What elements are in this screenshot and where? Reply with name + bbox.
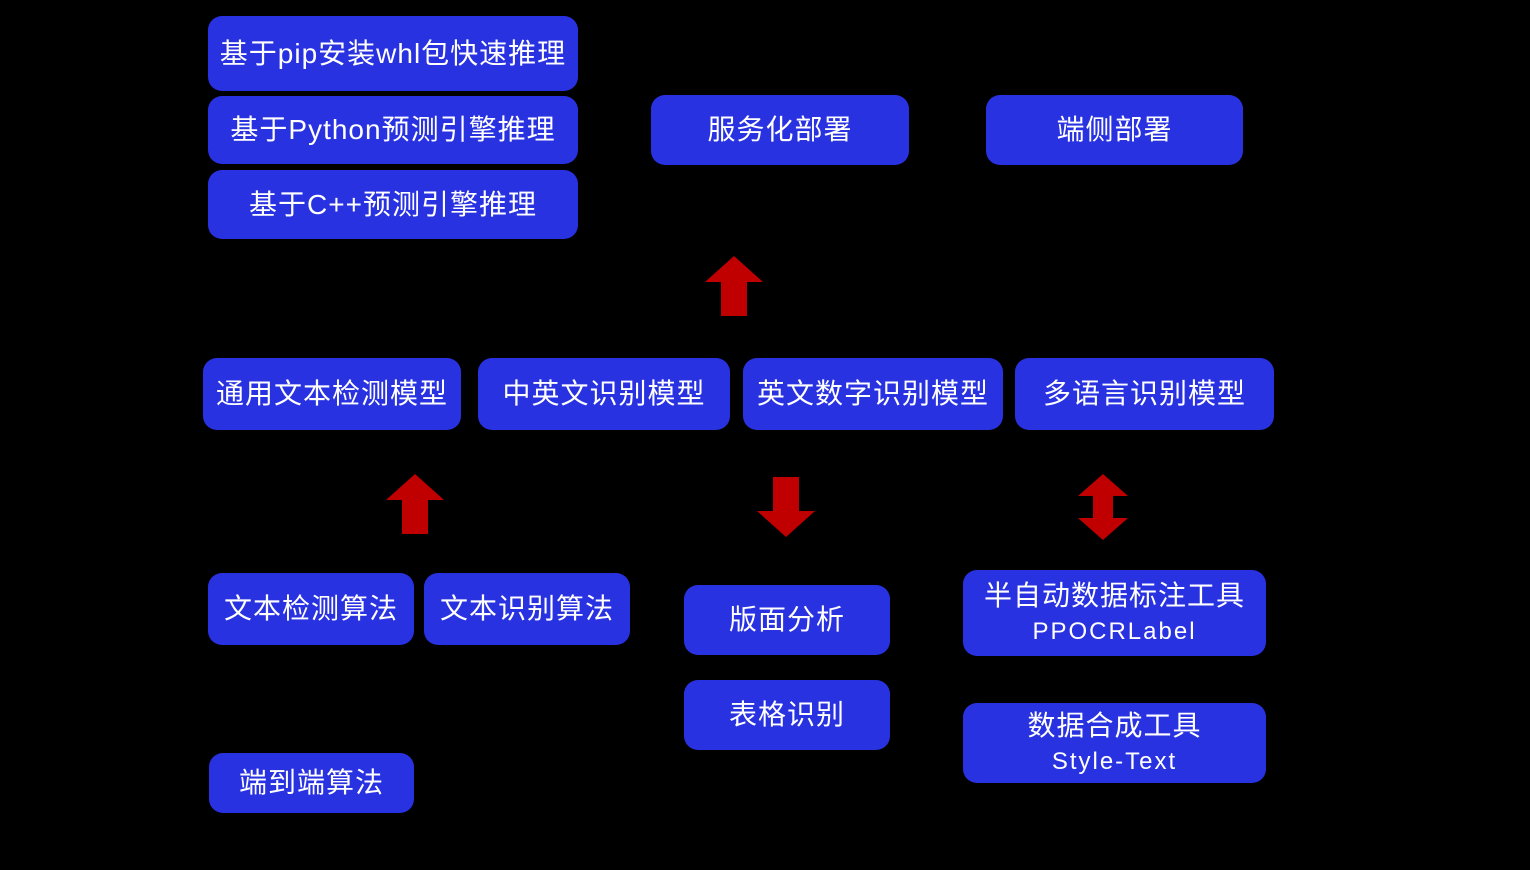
arrow-down-layout-icon bbox=[757, 477, 815, 537]
box-end-to-end-algorithms: 端到端算法 bbox=[209, 753, 414, 813]
box-edge-deployment: 端侧部署 bbox=[986, 95, 1243, 165]
box-style-text-tool: 数据合成工具 Style-Text bbox=[963, 703, 1266, 783]
box-layout-analysis: 版面分析 bbox=[684, 585, 890, 655]
arrow-up-deployment-icon bbox=[705, 256, 763, 316]
box-cpp-engine-inference: 基于C++预测引擎推理 bbox=[208, 170, 578, 239]
box-en-digit-recognition-model: 英文数字识别模型 bbox=[743, 358, 1003, 430]
box-multilingual-recognition-model: 多语言识别模型 bbox=[1015, 358, 1274, 430]
box-table-recognition: 表格识别 bbox=[684, 680, 890, 750]
tool-title: 半自动数据标注工具 bbox=[983, 580, 1245, 612]
box-text-detection-algorithms: 文本检测算法 bbox=[208, 573, 414, 645]
tool-title: 数据合成工具 bbox=[1027, 710, 1202, 742]
tool-subtitle: PPOCRLabel bbox=[1032, 617, 1197, 645]
box-text-recognition-algorithms: 文本识别算法 bbox=[424, 573, 630, 645]
box-general-text-detection-model: 通用文本检测模型 bbox=[203, 358, 461, 430]
box-python-engine-inference: 基于Python预测引擎推理 bbox=[208, 96, 578, 164]
box-serving-deployment: 服务化部署 bbox=[651, 95, 909, 165]
box-ch-en-recognition-model: 中英文识别模型 bbox=[478, 358, 730, 430]
arrow-updown-labeling-icon bbox=[1078, 474, 1128, 540]
tool-subtitle: Style-Text bbox=[1051, 747, 1178, 775]
box-ppocrlabel-tool: 半自动数据标注工具 PPOCRLabel bbox=[963, 570, 1266, 656]
box-pip-whl-inference: 基于pip安装whl包快速推理 bbox=[208, 16, 578, 91]
arrow-up-detection-icon bbox=[386, 474, 444, 534]
